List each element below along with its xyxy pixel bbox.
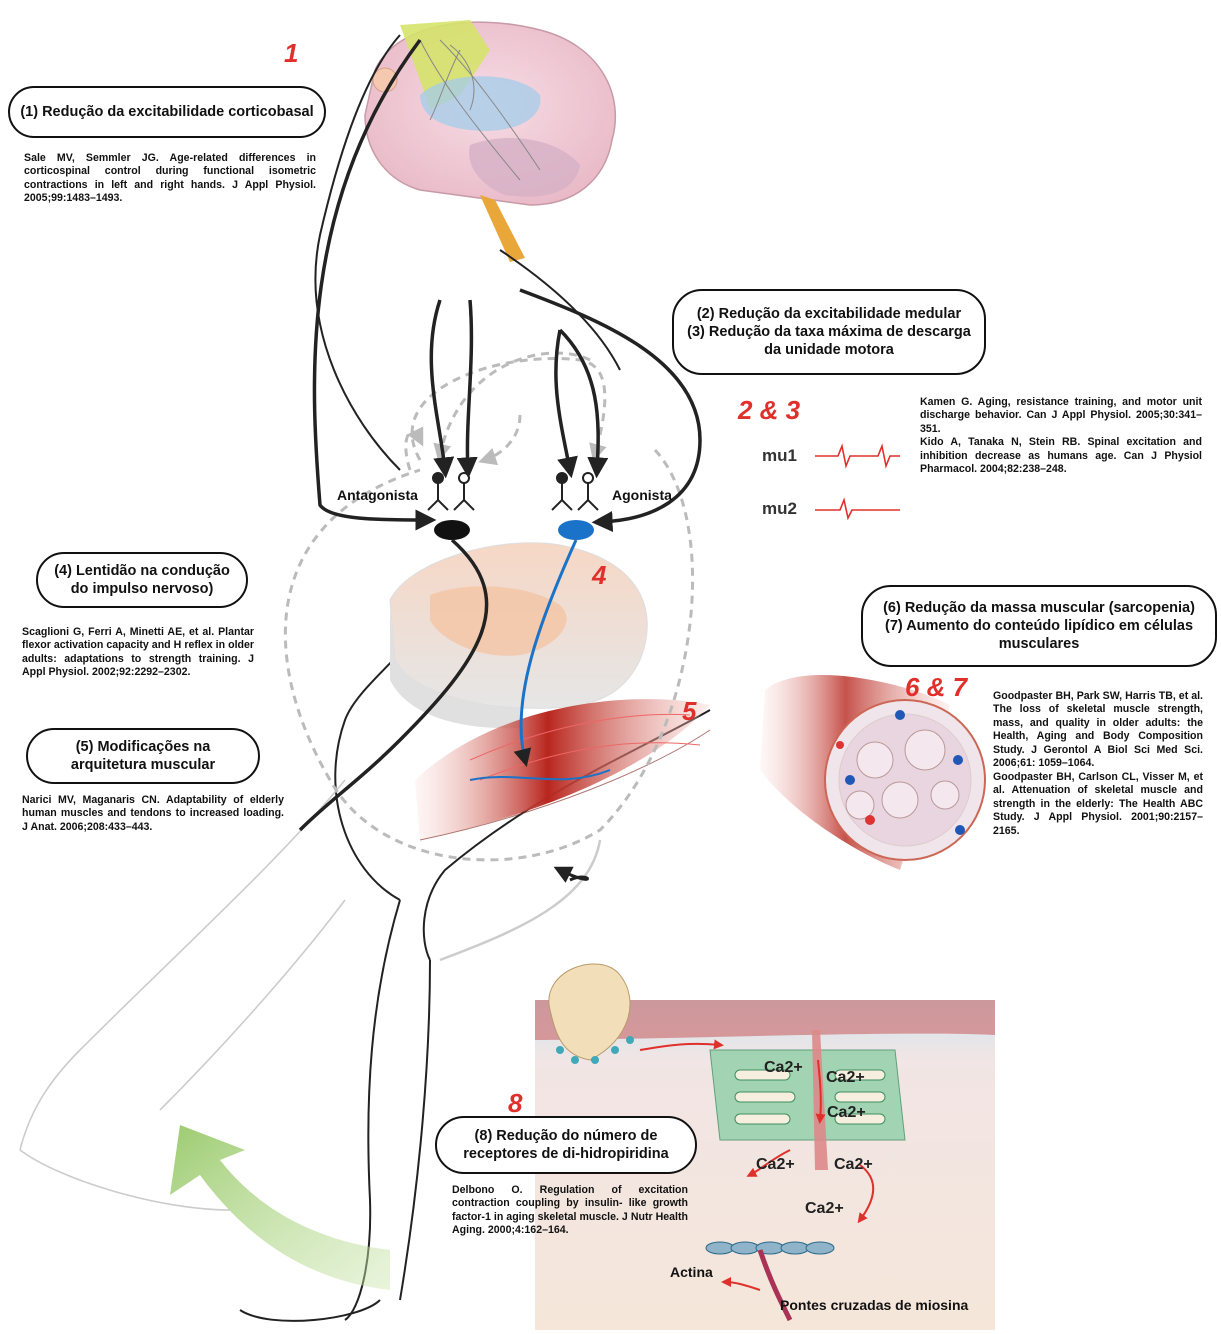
mechanism-number-2-3: 2 & 3 bbox=[738, 395, 800, 426]
spinal-cord bbox=[390, 543, 647, 728]
mechanism-box-4: (4) Lentidão na condução do impulso nerv… bbox=[36, 552, 248, 608]
reference-6-7-text-1: Goodpaster BH, Park SW, Harris TB, et al… bbox=[993, 690, 1203, 771]
mechanism-6-7-line-2: (7) Aumento do conteúdo lipídico em célu… bbox=[885, 617, 1193, 635]
mechanism-6-7-line-1: (6) Redução da massa muscular (sarcopeni… bbox=[883, 599, 1195, 617]
mechanism-box-5: (5) Modificações na arquitetura muscular bbox=[26, 728, 260, 784]
mu1-label: mu1 bbox=[762, 446, 797, 466]
actin-label: Actina bbox=[670, 1264, 713, 1280]
mechanism-8-line-2: receptores de di-hidropiridina bbox=[463, 1145, 668, 1163]
mu2-label: mu2 bbox=[762, 499, 797, 519]
mechanism-box-8: (8) Redução do número de receptores de d… bbox=[435, 1116, 697, 1174]
motor-unit-traces bbox=[815, 446, 900, 518]
mechanism-2-3-line-3: da unidade motora bbox=[764, 341, 894, 359]
mechanism-5-line-2: arquitetura muscular bbox=[71, 756, 215, 774]
brain-illustration bbox=[365, 20, 615, 262]
calcium-label-2: Ca2+ bbox=[826, 1069, 865, 1087]
agonist-motor-neuron bbox=[558, 520, 594, 540]
mechanism-5-line-1: (5) Modificações na bbox=[76, 738, 211, 756]
reference-8: Delbono O. Regulation of excitation cont… bbox=[452, 1184, 688, 1238]
mechanism-number-6-7: 6 & 7 bbox=[905, 672, 967, 703]
reference-4-text: Scaglioni G, Ferri A, Minetti AE, et al.… bbox=[22, 626, 254, 680]
mechanism-4-line-1: (4) Lentidão na condução bbox=[54, 562, 230, 580]
mechanism-number-8: 8 bbox=[508, 1088, 522, 1119]
mechanism-box-6-7: (6) Redução da massa muscular (sarcopeni… bbox=[861, 585, 1217, 667]
return-arrow bbox=[560, 870, 588, 880]
myosin-cross-bridges-label: Pontes cruzadas de miosina bbox=[780, 1297, 968, 1313]
reference-5: Narici MV, Maganaris CN. Adaptability of… bbox=[22, 794, 284, 834]
agonist-label: Agonista bbox=[612, 487, 672, 503]
mechanism-number-1: 1 bbox=[284, 38, 298, 69]
reference-6-7-text-2: Goodpaster BH, Carlson CL, Visser M, et … bbox=[993, 771, 1203, 838]
reference-2-3-text-2: Kido A, Tanaka N, Stein RB. Spinal excit… bbox=[920, 436, 1202, 476]
mechanism-number-4: 4 bbox=[592, 560, 606, 591]
mechanism-4-line-2: do impulso nervoso) bbox=[71, 580, 214, 598]
mechanism-6-7-line-3: musculares bbox=[999, 635, 1080, 653]
mechanism-box-2-3: (2) Redução da excitabilidade medular (3… bbox=[672, 289, 986, 375]
neuron-figures bbox=[428, 473, 598, 510]
mechanism-1-line-1: (1) Redução da excitabilidade corticobas… bbox=[20, 103, 313, 121]
mechanism-number-5: 5 bbox=[682, 696, 696, 727]
calcium-label-4: Ca2+ bbox=[756, 1156, 795, 1174]
reference-1-text: Sale MV, Semmler JG. Age-related differe… bbox=[24, 152, 316, 206]
calcium-label-1: Ca2+ bbox=[764, 1059, 803, 1077]
reference-5-text: Narici MV, Maganaris CN. Adaptability of… bbox=[22, 794, 284, 834]
mechanism-8-line-1: (8) Redução do número de bbox=[475, 1127, 658, 1145]
calcium-label-3: Ca2+ bbox=[827, 1104, 866, 1122]
reference-2-3-text-1: Kamen G. Aging, resistance training, and… bbox=[920, 396, 1202, 436]
reference-2-3: Kamen G. Aging, resistance training, and… bbox=[920, 396, 1202, 477]
mechanism-2-3-line-1: (2) Redução da excitabilidade medular bbox=[697, 305, 961, 323]
reference-6-7: Goodpaster BH, Park SW, Harris TB, et al… bbox=[993, 690, 1203, 838]
calcium-label-5: Ca2+ bbox=[834, 1156, 873, 1174]
movement-arrow bbox=[170, 1125, 390, 1290]
mechanism-2-3-line-2: (3) Redução da taxa máxima de descarga bbox=[687, 323, 971, 341]
reference-4: Scaglioni G, Ferri A, Minetti AE, et al.… bbox=[22, 626, 254, 680]
antagonist-label: Antagonista bbox=[337, 487, 418, 503]
calcium-label-6: Ca2+ bbox=[805, 1200, 844, 1218]
antagonist-motor-neuron bbox=[434, 520, 470, 540]
mechanism-box-1: (1) Redução da excitabilidade corticobas… bbox=[8, 86, 326, 138]
reference-8-text: Delbono O. Regulation of excitation cont… bbox=[452, 1184, 688, 1238]
muscle-fiber-bundle bbox=[760, 675, 985, 870]
reference-1: Sale MV, Semmler JG. Age-related differe… bbox=[24, 152, 316, 206]
